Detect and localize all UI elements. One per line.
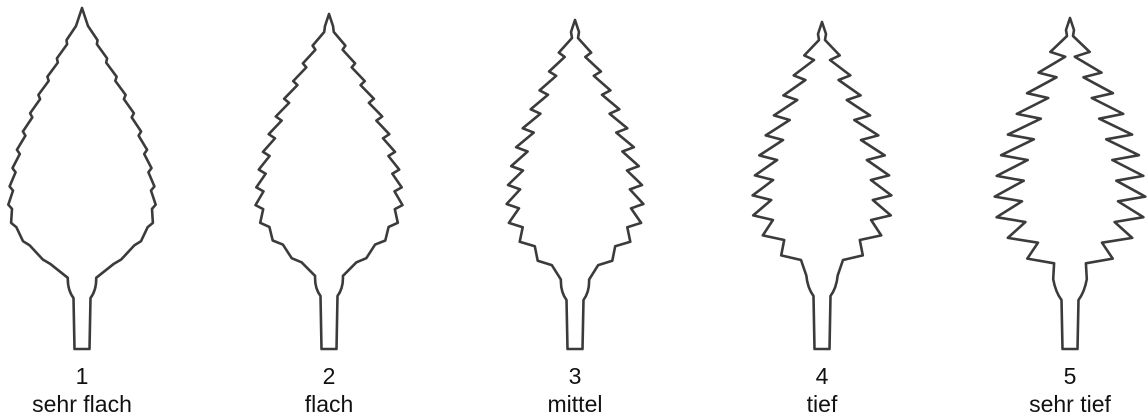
leaf-number-2: 2	[323, 363, 336, 389]
leaf-3	[507, 20, 644, 349]
leaf-caption-5: 5 sehr tief	[1029, 363, 1111, 417]
leaf-label-1: sehr flach	[32, 391, 132, 417]
leaf-label-5: sehr tief	[1029, 391, 1111, 417]
leaf-2	[256, 14, 403, 349]
leaf-number-4: 4	[816, 363, 829, 389]
leaf-caption-3: 3 mittel	[548, 363, 603, 417]
leaf-label-4: tief	[807, 391, 838, 417]
leaf-number-3: 3	[569, 363, 582, 389]
leaf-5	[995, 18, 1146, 349]
leaf-caption-4: 4 tief	[807, 363, 838, 417]
leaf-1	[8, 8, 155, 349]
leaf-number-1: 1	[76, 363, 89, 389]
leaf-caption-2: 2 flach	[305, 363, 354, 417]
leaf-label-3: mittel	[548, 391, 603, 417]
leaf-label-2: flach	[305, 391, 354, 417]
leaf-4	[753, 22, 892, 349]
leaf-number-5: 5	[1064, 363, 1077, 389]
leaf-caption-1: 1 sehr flach	[32, 363, 132, 417]
leaves-group	[8, 8, 1145, 349]
labels-group: 1 sehr flach 2 flach 3 mittel 4 tief 5 s…	[32, 363, 1111, 417]
